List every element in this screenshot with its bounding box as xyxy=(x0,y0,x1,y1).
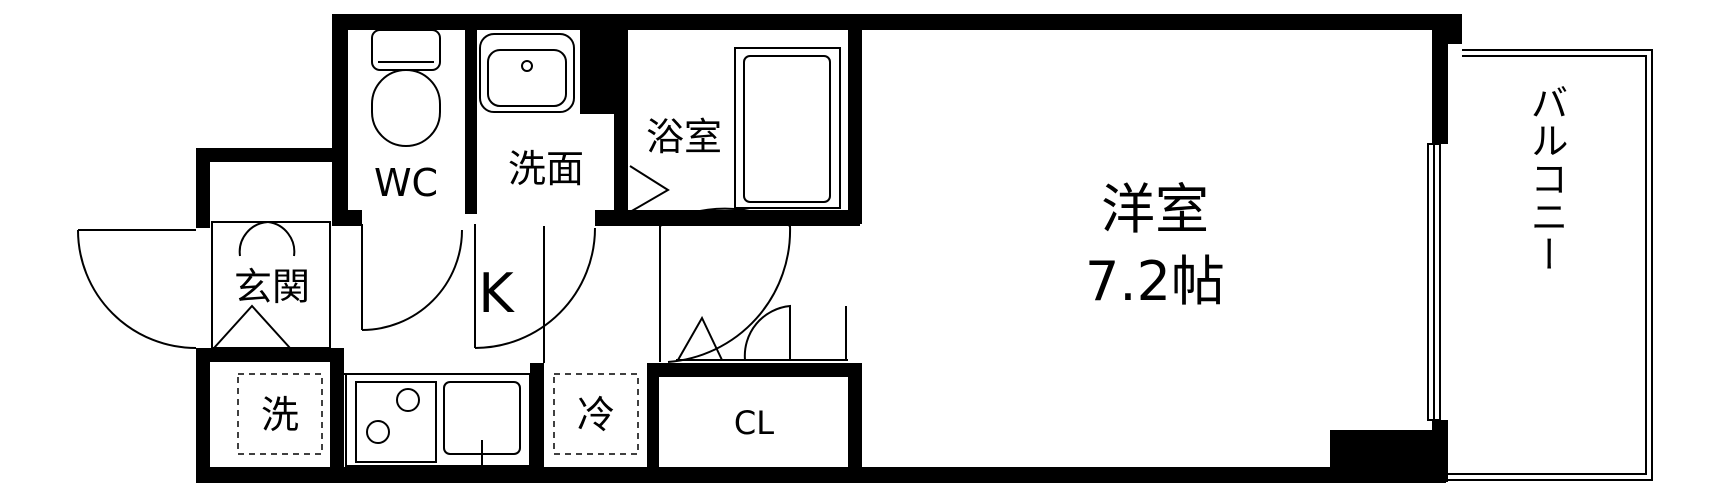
fridge-space-label: 冷 xyxy=(577,393,615,437)
toilet-label: WC xyxy=(374,161,438,205)
fixtures xyxy=(77,29,1653,481)
western-room-size-label: 7.2帖 xyxy=(1085,250,1225,313)
washroom-label: 洗面 xyxy=(508,147,584,191)
closet-label: CL xyxy=(734,404,774,442)
room-labels: 洋室 7.2帖 K WC 洗面 浴室 玄関 洗 冷 CL バルコニー xyxy=(234,83,1568,442)
kitchen-label: K xyxy=(478,262,515,325)
balcony-label: バルコニー xyxy=(1524,83,1568,273)
western-room-label: 洋室 xyxy=(1101,178,1209,241)
entrance-label: 玄関 xyxy=(234,265,310,309)
walls xyxy=(196,14,1462,483)
bathroom-label: 浴室 xyxy=(646,115,722,159)
washer-space-label: 洗 xyxy=(261,393,299,437)
